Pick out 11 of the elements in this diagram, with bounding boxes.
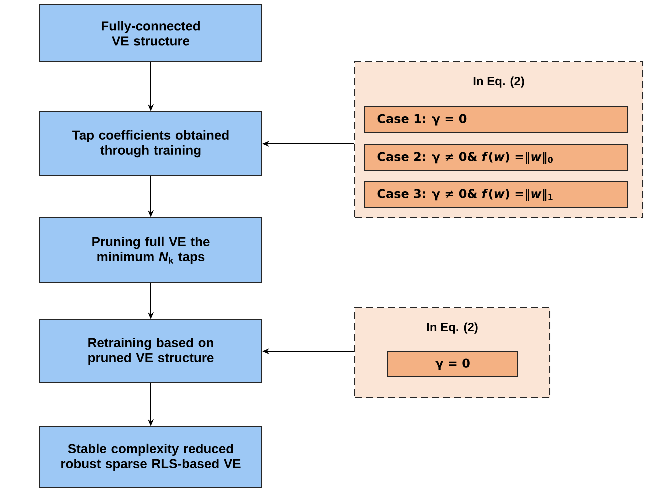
process-box: Tap coefficients obtained through training bbox=[40, 112, 262, 176]
process-box: Stable complexity reduced robust sparse RLS-based VE bbox=[40, 426, 262, 488]
panel-heading: In Eq. (2) bbox=[427, 322, 478, 334]
condition-box: Case 1: γ = 0 bbox=[364, 106, 628, 134]
process-box: Retraining based on pruned VE structure bbox=[40, 320, 262, 384]
condition-box: Case 3: γ ≠ 0& f(w) =‖w‖$_{1}$ bbox=[364, 182, 628, 208]
panel-heading: In Eq. (2) bbox=[474, 76, 524, 88]
process-box: Fully-connected VE structure bbox=[40, 4, 262, 62]
condition-box: Case 2: γ ≠ 0& f(w) =‖w‖$_{0}$ bbox=[364, 144, 628, 172]
condition-box: γ = 0 bbox=[388, 352, 518, 378]
process-box: Pruning full VE the minimum N$_{k}$ taps bbox=[40, 218, 262, 284]
